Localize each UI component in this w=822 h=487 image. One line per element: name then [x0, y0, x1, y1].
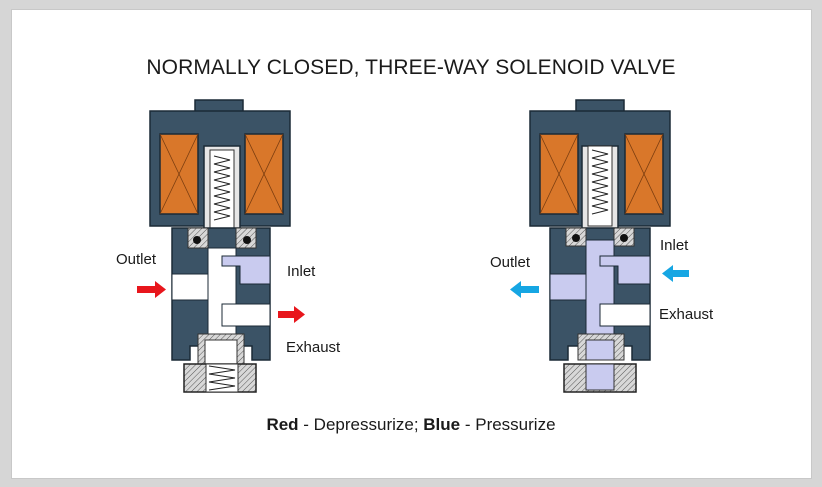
legend-red-word: Red [266, 415, 299, 434]
left-outlet-arrow [137, 281, 166, 298]
figure-frame [11, 9, 812, 479]
right-plunger [587, 145, 613, 227]
left-exhaust-port [221, 303, 271, 327]
legend-blue-text: - Pressurize [460, 415, 556, 434]
left-coil-winding-right [244, 133, 284, 215]
right-inlet-label: Inlet [660, 237, 689, 254]
right-outlet-arrow [510, 281, 539, 298]
legend-red-text: - Depressurize; [298, 415, 424, 434]
legend-blue-word: Blue [423, 415, 461, 434]
right-plunger-spring [591, 149, 609, 215]
diagram-title: NORMALLY CLOSED, THREE-WAY SOLENOID VALV… [146, 56, 676, 79]
right-coil-winding-right [624, 133, 664, 215]
right-inlet-arrow [662, 265, 689, 282]
left-valve [149, 99, 291, 393]
right-exhaust-port [599, 303, 651, 327]
left-bottom-spring [208, 365, 236, 391]
left-exhaust-arrow [278, 306, 305, 323]
right-coil-connector [575, 99, 625, 113]
left-inlet-label: Inlet [287, 263, 316, 280]
right-exhaust-label: Exhaust [659, 306, 714, 323]
left-inlet-port [221, 255, 271, 285]
right-inlet-port [599, 255, 651, 285]
left-outlet-label: Outlet [116, 251, 157, 268]
right-outlet-label: Outlet [490, 254, 531, 271]
left-exhaust-label: Exhaust [286, 339, 341, 356]
left-coil-winding-left [159, 133, 199, 215]
left-coil-connector [194, 99, 244, 113]
left-plunger-spring [213, 155, 231, 221]
right-valve [529, 99, 671, 393]
right-coil-winding-left [539, 133, 579, 215]
color-legend: Red - Depressurize; Blue - Pressurize [0, 415, 822, 435]
